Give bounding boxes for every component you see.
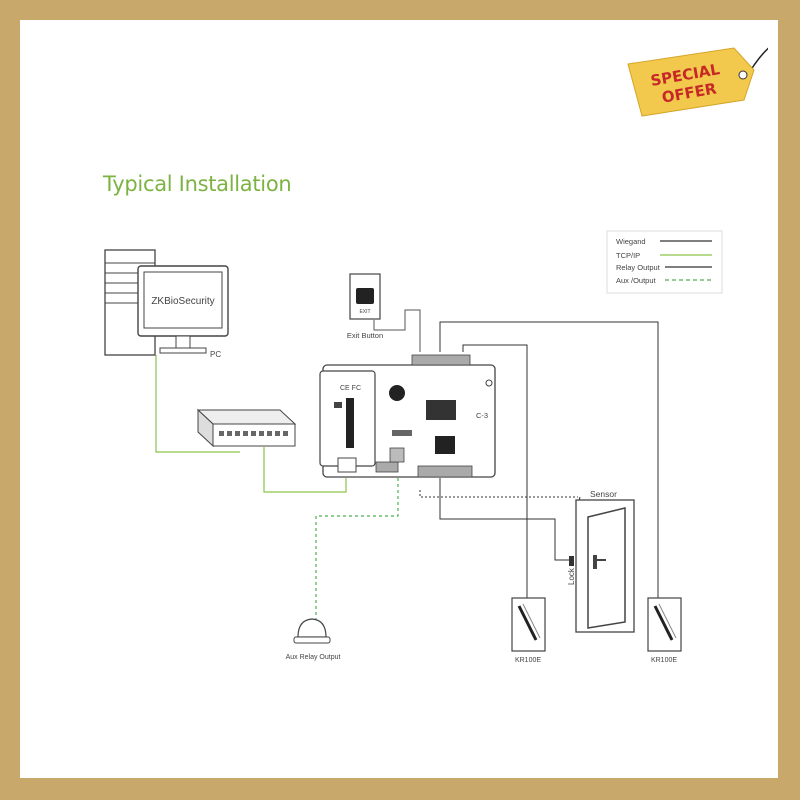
exit-button-face-text: EXIT (359, 309, 370, 315)
buzzer (389, 385, 405, 401)
monitor-screen (143, 271, 223, 329)
pc-monitor: ZKBioSecurity PC (137, 265, 229, 359)
special-offer-badge: SPECIAL OFFER (627, 47, 768, 117)
legend-label-tcpip: TCP/IP (616, 251, 640, 260)
lock-label: Lock (567, 567, 576, 585)
relay-wire-lock (439, 478, 570, 561)
reader-left-label: KR100E (515, 657, 541, 664)
reader-left: KR100E (511, 597, 546, 664)
tcpip-wire-pc-switch (155, 355, 240, 453)
wiegand-wire-left-reader (462, 344, 528, 598)
exit-button-face (356, 288, 374, 304)
legend: Wiegand TCP/IP Relay Output Aux /Output (606, 230, 723, 294)
aux-relay-label: Aux Relay Output (286, 654, 341, 661)
legend-label-aux: Aux /Output (616, 276, 657, 285)
reader-right: KR100E (647, 597, 682, 664)
cert-mark: CE FC (340, 385, 361, 392)
exit-button-label: Exit Button (347, 331, 383, 340)
tcpip-wire-switch-controller (263, 447, 347, 493)
exit-button-wire (373, 309, 421, 352)
monitor-screen-text: ZKBioSecurity (151, 296, 214, 307)
legend-label-relay: Relay Output (616, 263, 661, 272)
door-assembly: Sensor Lock (567, 489, 635, 633)
wiegand-wire-right-reader (439, 321, 659, 598)
page-title: Typical Installation (103, 172, 292, 196)
sensor-wire (419, 490, 578, 498)
door-panel (587, 507, 626, 629)
legend-label-wiegand: Wiegand (616, 237, 646, 246)
reader-right-body (647, 597, 682, 652)
lock-device (569, 556, 574, 566)
wiring (155, 309, 659, 620)
aux-relay-device: Aux Relay Output (286, 618, 341, 661)
network-switch (196, 408, 297, 448)
exit-button: EXIT Exit Button (347, 273, 383, 340)
aux-output-wire (315, 478, 399, 620)
controller-board: CE FC C-3 (319, 354, 496, 478)
reader-right-label: KR100E (651, 657, 677, 664)
badge-tag-shape (627, 47, 755, 117)
pc-label: PC (210, 350, 221, 359)
controller-label: C-3 (476, 411, 488, 420)
sensor-label: Sensor (590, 489, 617, 499)
